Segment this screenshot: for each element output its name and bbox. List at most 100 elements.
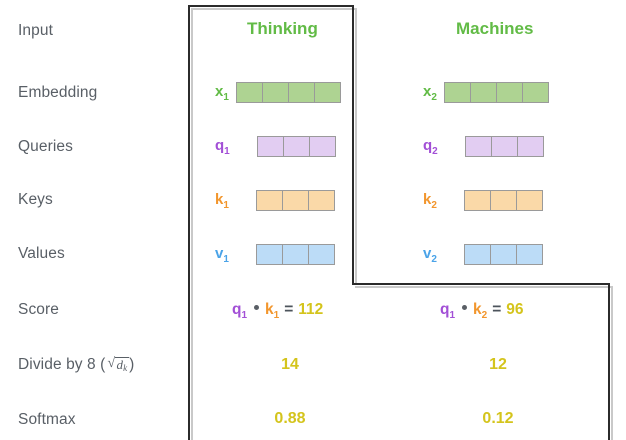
frame-shadow-left	[191, 8, 193, 440]
row-label-input: Input	[18, 22, 53, 39]
vector-label-k2: k2	[423, 190, 437, 211]
vector-cell	[463, 190, 491, 211]
column-header-thinking: Thinking	[247, 19, 318, 38]
divide-suffix-text: )	[129, 356, 135, 373]
query-vector-q2: q2	[423, 136, 544, 157]
row-label-softmax: Softmax	[18, 411, 76, 428]
row-label-score: Score	[18, 301, 59, 318]
vector-cell	[256, 136, 284, 157]
dot-product-icon	[254, 305, 260, 310]
vector-label-x1: x1	[215, 82, 229, 103]
vector-label-x2: x2	[423, 82, 437, 103]
vector-cells-k1	[255, 190, 335, 211]
score-k-term: k2	[473, 301, 488, 322]
vector-subscript: 2	[432, 145, 438, 157]
vector-cell	[521, 82, 549, 103]
score-q-subscript: 1	[241, 310, 248, 322]
vector-label-k1: k1	[215, 190, 229, 211]
dot-product-icon	[462, 305, 468, 310]
vector-cell	[515, 190, 543, 211]
softmax-value-col2: 0.12	[482, 410, 514, 427]
frame-left-border	[188, 5, 190, 440]
vector-label-q2: q2	[423, 136, 438, 157]
vector-cell	[489, 190, 517, 211]
radicand-d: d	[116, 357, 124, 372]
vector-cells-q2	[464, 136, 544, 157]
vector-subscript: 1	[223, 91, 229, 103]
vector-cell	[516, 136, 544, 157]
divide-value-col1: 14	[281, 356, 299, 373]
vector-cell	[490, 136, 518, 157]
vector-cell	[515, 244, 543, 265]
vector-cell	[464, 136, 492, 157]
radicand-subscript-k: k	[123, 363, 128, 373]
vector-subscript: 1	[223, 199, 229, 211]
score-k-subscript: 1	[273, 310, 280, 322]
row-label-embedding: Embedding	[18, 84, 98, 101]
vector-cell	[307, 190, 335, 211]
vector-cell	[287, 82, 315, 103]
radical-symbol: dk	[107, 356, 130, 373]
vector-cell	[469, 82, 497, 103]
frame-middle-step-border	[352, 5, 354, 285]
row-label-values: Values	[18, 245, 65, 262]
vector-cell	[282, 136, 310, 157]
score-result-value: 96	[506, 301, 524, 318]
vector-cell	[308, 136, 336, 157]
frame-step-horizontal-border	[352, 283, 610, 285]
score-expression-col2: q1 k2 = 96	[440, 301, 524, 321]
value-vector-v2: v2	[423, 244, 543, 265]
vector-subscript: 1	[223, 253, 229, 265]
vector-cell	[235, 82, 263, 103]
embedding-vector-x2: x2	[423, 82, 549, 103]
score-equals-sign: =	[284, 301, 294, 318]
sqrt-dk-expression: dk	[105, 356, 130, 373]
vector-cells-v2	[463, 244, 543, 265]
vector-cells-v1	[255, 244, 335, 265]
vector-label-v2: v2	[423, 244, 437, 265]
vector-cell	[307, 244, 335, 265]
vector-cell	[313, 82, 341, 103]
divide-prefix-text: Divide by 8 (	[18, 356, 106, 373]
row-label-divide-by-8: Divide by 8 (dk)	[18, 356, 134, 374]
score-q-term: q1	[440, 301, 456, 322]
key-vector-k1: k1	[215, 190, 335, 211]
frame-shadow-right	[611, 286, 613, 440]
vector-subscript: 2	[431, 91, 437, 103]
frame-right-border	[608, 283, 610, 440]
vector-cell	[489, 244, 517, 265]
row-label-queries: Queries	[18, 138, 73, 155]
value-vector-v1: v1	[215, 244, 335, 265]
score-equals-sign: =	[492, 301, 502, 318]
vector-subscript: 2	[431, 253, 437, 265]
radical-overbar	[115, 357, 130, 358]
frame-top-border	[188, 5, 354, 7]
vector-subscript: 1	[224, 145, 230, 157]
vector-cell	[281, 190, 309, 211]
vector-cell	[281, 244, 309, 265]
frame-shadow-mid-vertical	[355, 8, 357, 285]
score-result-value: 112	[298, 301, 324, 318]
vector-label-q1: q1	[215, 136, 230, 157]
score-q-subscript: 1	[449, 310, 456, 322]
divide-value-col2: 12	[489, 356, 507, 373]
softmax-value-col1: 0.88	[274, 410, 306, 427]
score-k-subscript: 2	[481, 310, 488, 322]
score-q-term: q1	[232, 301, 248, 322]
embedding-vector-x1: x1	[215, 82, 341, 103]
frame-shadow-top	[191, 8, 355, 10]
query-vector-q1: q1	[215, 136, 336, 157]
vector-cells-x2	[443, 82, 549, 103]
score-k-term: k1	[265, 301, 280, 322]
frame-shadow-step	[355, 286, 611, 288]
vector-label-v1: v1	[215, 244, 229, 265]
vector-cells-q1	[256, 136, 336, 157]
vector-cells-k2	[463, 190, 543, 211]
vector-cell	[463, 244, 491, 265]
column-header-machines: Machines	[456, 19, 534, 38]
vector-subscript: 2	[431, 199, 437, 211]
vector-cell	[443, 82, 471, 103]
vector-cell	[495, 82, 523, 103]
key-vector-k2: k2	[423, 190, 543, 211]
